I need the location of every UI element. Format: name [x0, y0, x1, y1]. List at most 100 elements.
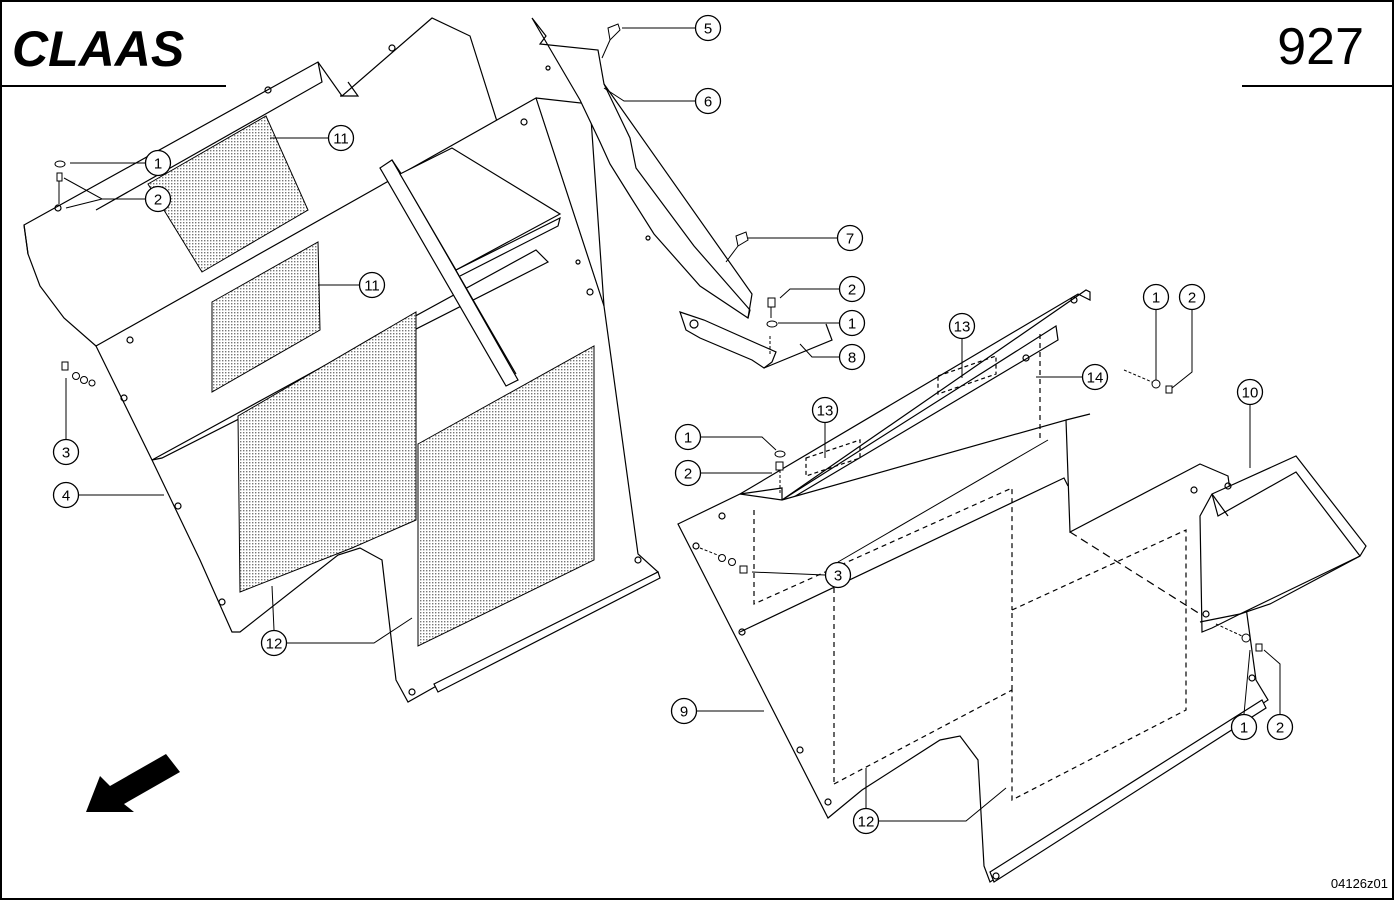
- callout-circle: [1178, 283, 1206, 311]
- callout-circle: [694, 14, 722, 42]
- callout-label: 12: [266, 636, 283, 653]
- callout-12: 12: [852, 807, 880, 835]
- callout-label: 13: [954, 319, 971, 336]
- callout-circle: [836, 224, 864, 252]
- callout-label: 1: [1240, 720, 1248, 737]
- brand-logo: CLAAS: [12, 21, 184, 77]
- callout-label: 3: [62, 445, 70, 462]
- mesh-screen-upper: [147, 115, 309, 273]
- callout-3: 3: [52, 438, 80, 466]
- callout-label: 14: [1087, 370, 1104, 387]
- callout-label: 1: [1152, 290, 1160, 307]
- callout-circle: [52, 438, 80, 466]
- callout-circle: [824, 561, 852, 589]
- callout-1: 1: [674, 423, 702, 451]
- callout-10: 10: [1236, 378, 1264, 406]
- callout-label: 1: [154, 156, 162, 173]
- callout-12: 12: [260, 629, 288, 657]
- callout-label: 5: [704, 21, 712, 38]
- leader-line: [779, 288, 839, 299]
- leader-line: [603, 87, 695, 102]
- callout-2: 2: [1178, 283, 1206, 311]
- arrow-down-left-icon: [86, 754, 180, 812]
- callout-circle: [1142, 283, 1170, 311]
- leader-line: [701, 436, 777, 451]
- callout-label: 2: [848, 282, 856, 299]
- lower-panel: [677, 419, 1269, 883]
- callout-label: 8: [848, 350, 856, 367]
- callout-label: 10: [1242, 385, 1259, 402]
- top-channel: [739, 289, 1091, 502]
- leader-line: [879, 787, 1007, 822]
- callout-label: 3: [834, 568, 842, 585]
- callout-label: 6: [704, 94, 712, 111]
- callout-circle: [670, 697, 698, 725]
- callout-2: 2: [674, 459, 702, 487]
- callout-label: 13: [817, 403, 834, 420]
- callout-14: 14: [1081, 363, 1109, 391]
- leader-line: [799, 343, 839, 358]
- callout-1: 1: [1230, 713, 1258, 741]
- callout-circle: [144, 185, 172, 213]
- callout-label: 11: [333, 131, 349, 148]
- callout-label: 9: [680, 704, 688, 721]
- leader-line: [1243, 649, 1251, 715]
- callout-circle: [838, 343, 866, 371]
- callout-2: 2: [838, 275, 866, 303]
- callout-circle: [358, 271, 386, 299]
- leader-line: [751, 571, 826, 576]
- callout-circle: [811, 396, 839, 424]
- callout-3: 3: [824, 561, 852, 589]
- mesh-screen-middle: [211, 241, 321, 393]
- callout-label: 7: [846, 231, 854, 248]
- leader-line: [837, 439, 1049, 563]
- side-cover: [1199, 455, 1367, 633]
- callout-circle: [1236, 378, 1264, 406]
- leader-lines: [63, 27, 1281, 822]
- fasteners-left: [54, 160, 96, 387]
- callout-circle: [674, 459, 702, 487]
- callout-8: 8: [838, 343, 866, 371]
- callout-circle: [1266, 713, 1294, 741]
- callout-label: 2: [1188, 290, 1196, 307]
- callout-circle: [674, 423, 702, 451]
- top-strip-assembly: [531, 17, 833, 369]
- page-number: 927: [1277, 18, 1364, 76]
- callout-circle: [948, 312, 976, 340]
- callout-11: 11: [358, 271, 386, 299]
- callout-5: 5: [694, 14, 722, 42]
- callout-label: 2: [684, 466, 692, 483]
- callout-circle: [52, 481, 80, 509]
- callout-1: 1: [838, 309, 866, 337]
- callout-13: 13: [948, 312, 976, 340]
- fasteners-middle: [601, 23, 778, 354]
- callout-circle: [144, 149, 172, 177]
- callout-4: 4: [52, 481, 80, 509]
- mesh-screen-lower-left: [237, 311, 417, 593]
- callout-circle: [1230, 713, 1258, 741]
- callout-2: 2: [144, 185, 172, 213]
- callout-circle: [694, 87, 722, 115]
- callout-circle: [838, 309, 866, 337]
- callout-label: 1: [848, 316, 856, 333]
- right-panel-assembly: [677, 289, 1367, 883]
- callout-label: 11: [364, 278, 380, 295]
- callout-13: 13: [811, 396, 839, 424]
- callout-label: 4: [62, 488, 70, 505]
- callout-1: 1: [1142, 283, 1170, 311]
- callout-label: 2: [1276, 720, 1284, 737]
- fasteners-right: [699, 369, 1263, 652]
- callout-6: 6: [694, 87, 722, 115]
- mesh-screen-lower-right: [417, 345, 595, 647]
- callout-2: 2: [1266, 713, 1294, 741]
- leader-line: [271, 585, 275, 631]
- callout-circle: [838, 275, 866, 303]
- drawing-id: 04126z01: [1331, 876, 1388, 891]
- top-strip: [531, 17, 751, 319]
- callout-circle: [327, 124, 355, 152]
- callout-1: 1: [144, 149, 172, 177]
- leader-line: [65, 198, 103, 209]
